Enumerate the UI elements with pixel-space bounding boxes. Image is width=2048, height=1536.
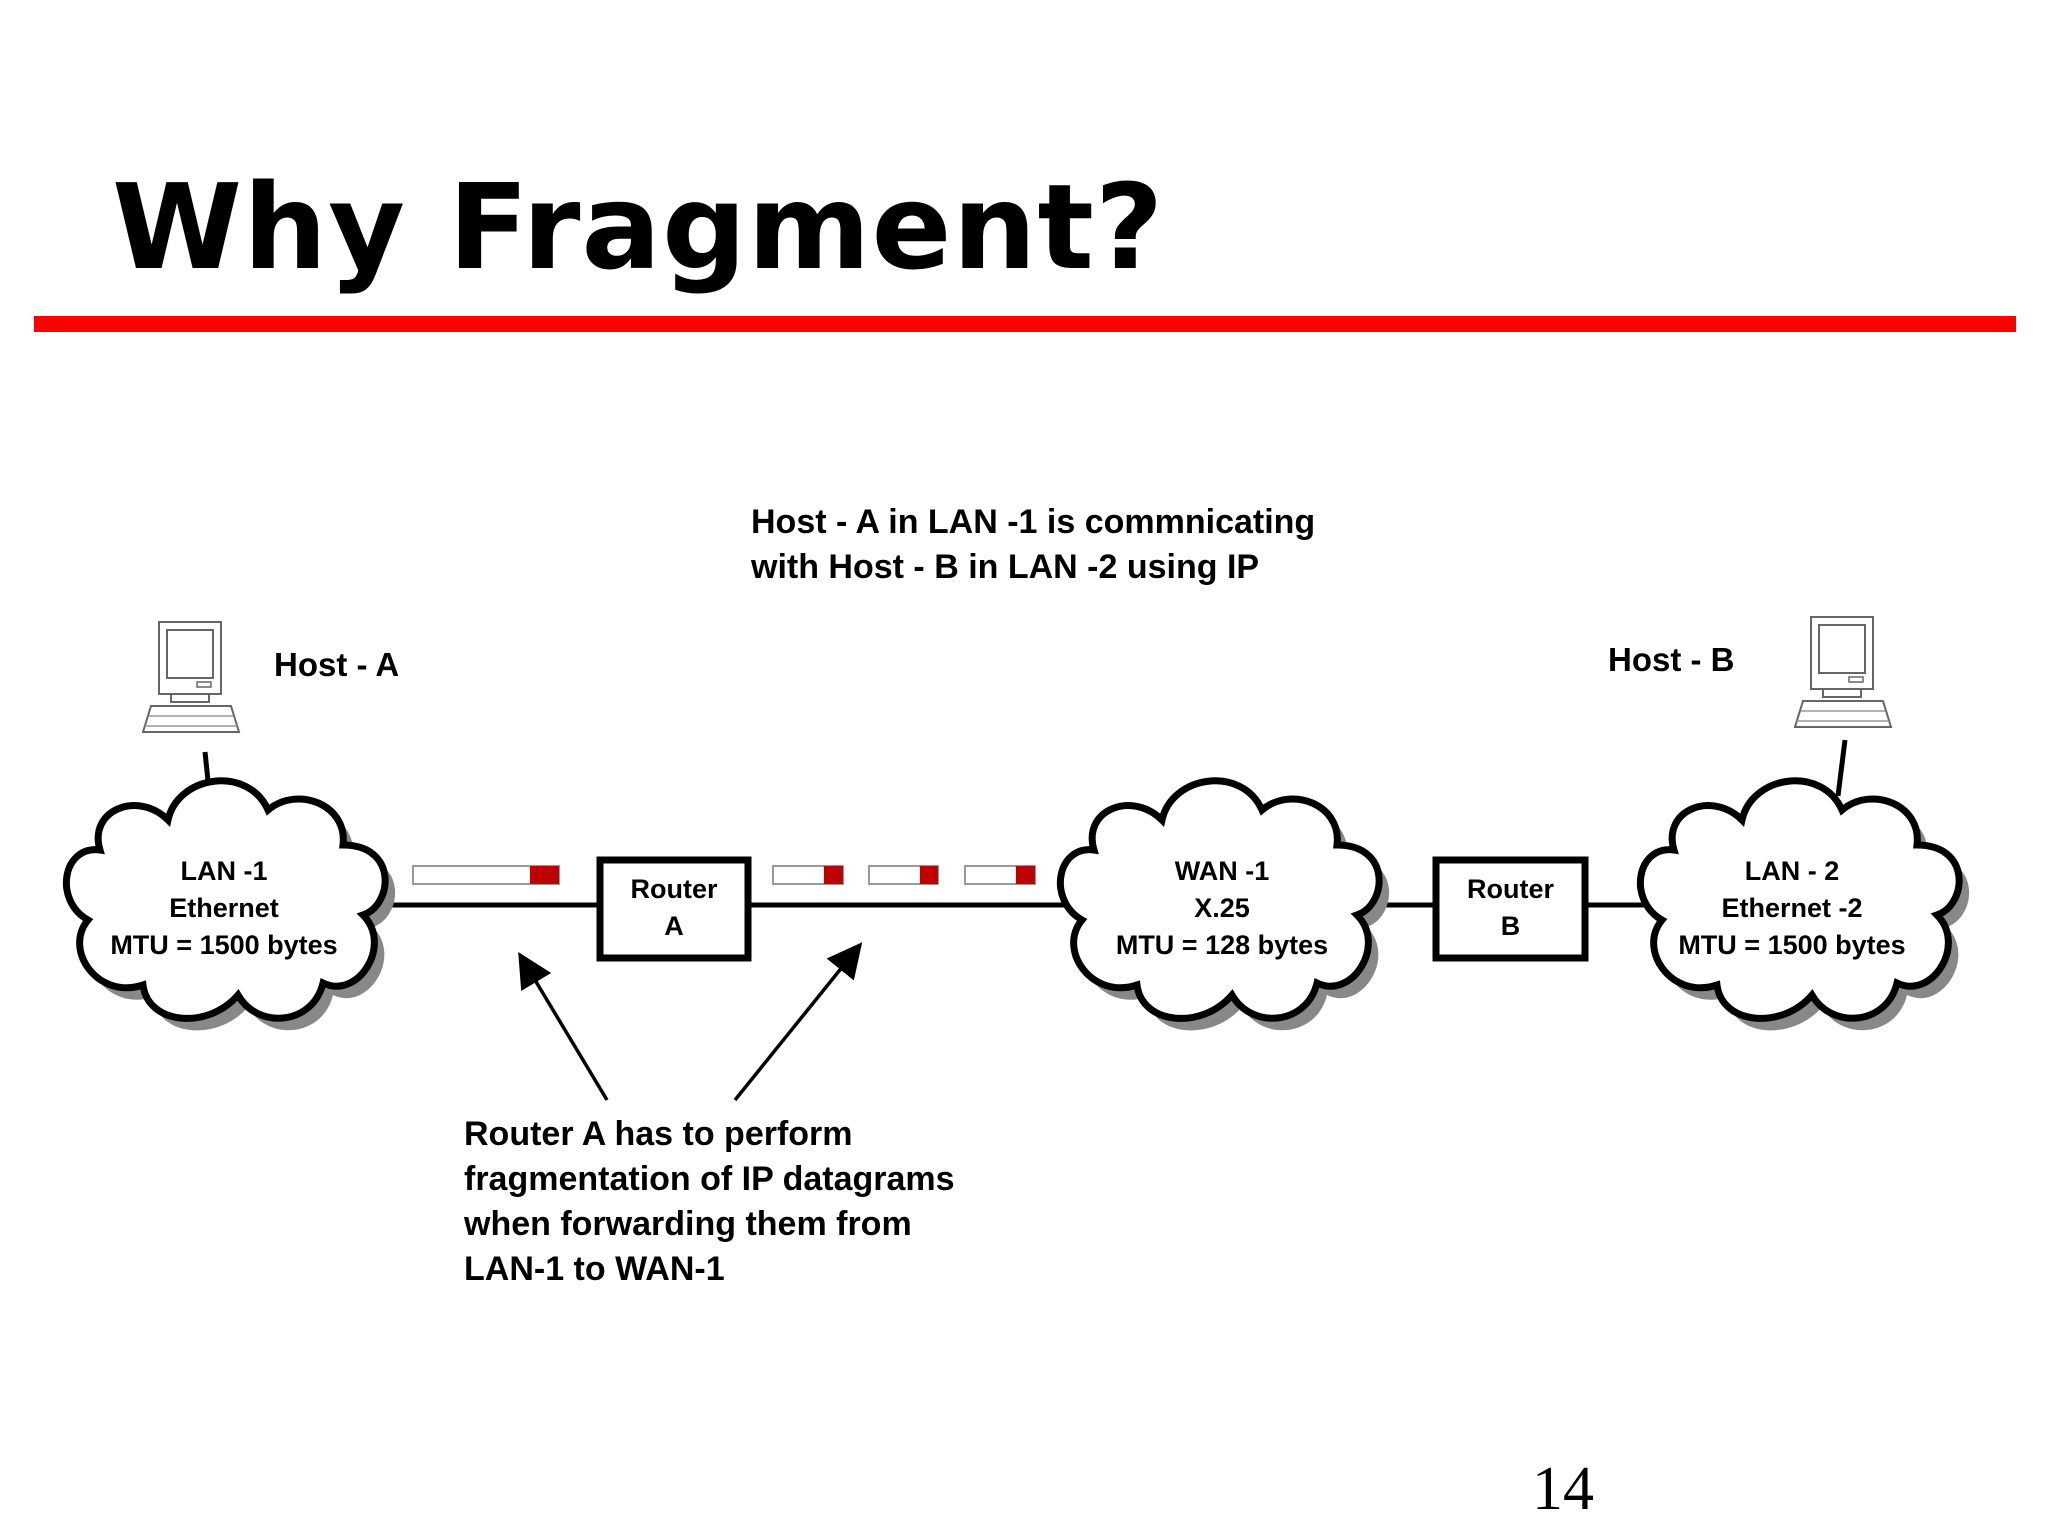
router-a-box xyxy=(596,856,752,962)
datagram-header xyxy=(530,866,559,884)
lan2-mtu: MTU = 1500 bytes xyxy=(1678,930,1906,960)
host-a-computer-icon xyxy=(142,621,240,733)
host-b-computer-icon xyxy=(1794,616,1892,728)
lan1-type: Ethernet xyxy=(169,893,279,923)
router-b-box xyxy=(1432,856,1589,962)
ip-fragment-3 xyxy=(964,865,1036,885)
fragment-header xyxy=(824,866,843,884)
lan2-label: LAN - 2 Ethernet -2 MTU = 1500 bytes xyxy=(1662,853,1922,964)
lan1-label: LAN -1 Ethernet MTU = 1500 bytes xyxy=(94,853,354,964)
bottom-caption-line: Router A has to perform xyxy=(464,1115,853,1153)
ip-fragment-2 xyxy=(868,865,939,885)
lan1-name: LAN -1 xyxy=(180,856,268,886)
lan1-mtu: MTU = 1500 bytes xyxy=(110,930,338,960)
title-underline-bar xyxy=(34,316,2016,332)
wan1-name: WAN -1 xyxy=(1174,856,1270,886)
router-b-id: B xyxy=(1500,911,1521,941)
router-a-id: A xyxy=(664,911,684,941)
host-b-link xyxy=(1835,739,1848,797)
ip-fragment-1 xyxy=(772,865,844,885)
title-underline xyxy=(34,316,2016,332)
host-b-label: Host - B xyxy=(1608,641,1735,678)
wan1-type: X.25 xyxy=(1194,893,1250,923)
router-a-label: Router A xyxy=(604,871,744,945)
top-caption-line: with Host - B in LAN -2 using IP xyxy=(751,548,1260,586)
host-a-label: Host - A xyxy=(274,646,400,683)
fragment-header xyxy=(920,866,938,884)
arrow-to-wan1-link xyxy=(733,942,863,1102)
router-b-label: Router B xyxy=(1440,871,1581,945)
bottom-caption-line: when forwarding them from xyxy=(464,1205,912,1243)
bottom-caption: Router A has to perform fragmentation of… xyxy=(464,1112,955,1292)
lan2-name: LAN - 2 xyxy=(1744,856,1840,886)
arrow-to-lan1-link xyxy=(518,951,609,1101)
lan2-type: Ethernet -2 xyxy=(1721,893,1863,923)
wan1-mtu: MTU = 128 bytes xyxy=(1115,930,1329,960)
top-caption: Host - A in LAN -1 is commnicating with … xyxy=(751,500,1315,590)
ip-datagram xyxy=(412,865,560,885)
fragment-header xyxy=(1016,866,1035,884)
wan1-label: WAN -1 X.25 MTU = 128 bytes xyxy=(1092,853,1352,964)
bottom-caption-line: LAN-1 to WAN-1 xyxy=(464,1250,725,1288)
router-b-word: Router xyxy=(1467,874,1554,904)
slide-title: Why Fragment? xyxy=(112,158,1165,296)
router-a-word: Router xyxy=(630,874,718,904)
bottom-caption-line: fragmentation of IP datagrams xyxy=(464,1160,955,1198)
page-number: 14 xyxy=(1532,1455,1594,1523)
top-caption-line: Host - A in LAN -1 is commnicating xyxy=(751,503,1316,541)
